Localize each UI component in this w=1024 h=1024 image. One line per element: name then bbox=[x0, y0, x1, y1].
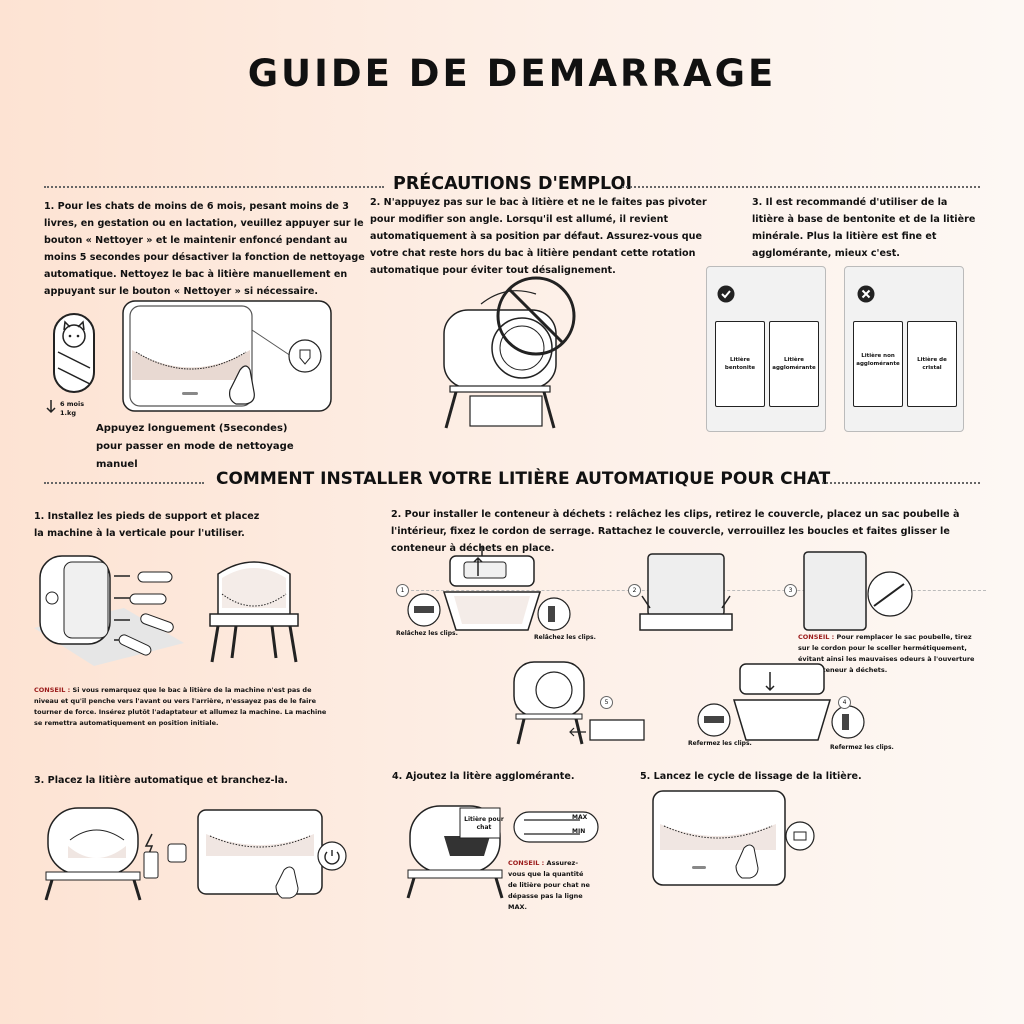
bag-label-clumping: Litière agglomérante bbox=[772, 357, 816, 371]
divider-right bbox=[822, 482, 980, 484]
check-icon bbox=[717, 285, 735, 303]
divider-right bbox=[622, 186, 980, 188]
step-number: 3 bbox=[784, 584, 797, 597]
down-arrow-icon bbox=[46, 400, 56, 414]
bag-label-crystal: Litière de cristal bbox=[917, 357, 947, 371]
install-step-2-text: 2. Pour installer le conteneur à déchets… bbox=[391, 509, 960, 554]
litter-bag: Litière bentonite bbox=[715, 321, 765, 407]
install-step-1-text: 1. Installez les pieds de support et pla… bbox=[34, 511, 260, 539]
litter-bag: Litière de cristal bbox=[907, 321, 957, 407]
install-step-3-text: 3. Placez la litière automatique et bran… bbox=[34, 775, 288, 786]
bag-fix-illustration bbox=[803, 551, 913, 631]
bin-slide-in-illustration bbox=[513, 661, 645, 745]
recommended-litter-panel: Litière bentonite Litière agglomérante bbox=[706, 266, 826, 432]
caption-close-clips: Refermez les clips. bbox=[830, 744, 894, 751]
divider-left bbox=[44, 482, 204, 484]
bag-label-bentonite: Litière bentonite bbox=[724, 357, 756, 371]
step-number: 1 bbox=[396, 584, 409, 597]
tip-text-level: Si vous remarquez que le bac à litière d… bbox=[34, 686, 327, 727]
litter-bag: Litière agglomérante bbox=[769, 321, 819, 407]
weight-label: 1.kg bbox=[60, 409, 76, 417]
swaddled-cat-icon bbox=[53, 313, 95, 393]
bag-label-non-clumping: Litière non agglomérante bbox=[856, 353, 900, 367]
not-recommended-litter-panel: Litière non agglomérante Litière de cris… bbox=[844, 266, 964, 432]
plug-in-illustration bbox=[44, 807, 347, 901]
min-line-label: MIN bbox=[572, 828, 586, 835]
caption-release-clips: Relâchez les clips. bbox=[534, 634, 596, 641]
no-rotate-illustration bbox=[443, 276, 576, 429]
precaution-2-text: 2. N'appuyez pas sur le bac à litière et… bbox=[370, 197, 707, 276]
precaution-1-text: 1. Pour les chats de moins de 6 mois, pe… bbox=[44, 201, 365, 297]
bin-close-illustration bbox=[697, 663, 865, 741]
smoothing-cycle-illustration bbox=[652, 790, 815, 886]
step-number: 4 bbox=[838, 696, 851, 709]
tip-label: CONSEIL : bbox=[34, 686, 71, 694]
tip-label: CONSEIL : bbox=[508, 859, 545, 867]
waste-bin-open-illustration bbox=[407, 546, 571, 631]
age-label: 6 mois bbox=[60, 400, 85, 408]
precautions-heading: PRÉCAUTIONS D'EMPLOI bbox=[393, 174, 632, 194]
step-number: 5 bbox=[600, 696, 613, 709]
tip-text-max: Assurez-vous que la quantité de litière … bbox=[508, 859, 590, 911]
tip-label: CONSEIL : bbox=[798, 633, 835, 641]
manual-clean-illustration bbox=[122, 300, 332, 412]
press-caption: Appuyez longuement (5secondes) pour pass… bbox=[96, 423, 294, 470]
install-heading: COMMENT INSTALLER VOTRE LITIÈRE AUTOMATI… bbox=[216, 469, 831, 489]
caption-release-clips: Relâchez les clips. bbox=[396, 630, 458, 637]
page-title: GUIDE DE DEMARRAGE bbox=[247, 52, 777, 95]
litter-bag: Litière non agglomérante bbox=[853, 321, 903, 407]
step-number: 2 bbox=[628, 584, 641, 597]
divider-left bbox=[44, 186, 384, 188]
max-line-label: MAX bbox=[572, 814, 588, 821]
upright-machine-illustration bbox=[209, 561, 299, 663]
litter-box-label: Litière pour chat bbox=[464, 816, 504, 831]
bag-insert-illustration bbox=[639, 553, 733, 631]
feet-install-illustration bbox=[34, 555, 184, 666]
tip-text-bag: Pour remplacer le sac poubelle, tirez su… bbox=[798, 633, 975, 674]
install-step-4-text: 4. Ajoutez la litère agglomérante. bbox=[392, 771, 575, 782]
install-step-5-text: 5. Lancez le cycle de lissage de la liti… bbox=[640, 771, 862, 782]
add-litter-illustration bbox=[406, 805, 599, 899]
precaution-3-text: 3. Il est recommandé d'utiliser de la li… bbox=[752, 197, 976, 259]
caption-close-clips: Refermez les clips. bbox=[688, 740, 752, 747]
cross-icon bbox=[857, 285, 875, 303]
